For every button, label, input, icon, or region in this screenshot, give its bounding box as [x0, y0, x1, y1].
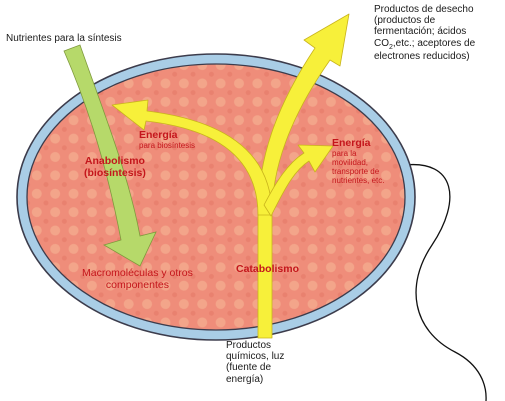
flagellum: [404, 163, 487, 401]
macromolecules-line-2: componentes: [105, 278, 169, 291]
waste-line-2: (productos de: [374, 15, 436, 27]
products-line-4: energía): [226, 373, 264, 385]
waste-products-label: Productos de desecho (productos de ferme…: [374, 4, 475, 63]
energy-motility-line-3: transporte de: [332, 166, 380, 176]
waste-line-4: CO2,etc.; aceptores de: [374, 38, 475, 52]
energy-biosynthesis-label: Energía para biosíntesis: [139, 129, 196, 151]
energy-motility-arrow: [263, 144, 334, 217]
co2-text: CO: [374, 37, 389, 49]
energy-biosynthesis-arrow: [111, 99, 273, 216]
waste-line-5: electrones reducidos): [374, 51, 470, 63]
macromolecules-label: Macromoléculas y otros componentes: [82, 267, 193, 292]
energy-motility-line-4: nutrientes, etc.: [332, 175, 385, 185]
nutrients-label: Nutrientes para la síntesis: [6, 33, 122, 44]
anabolism-arrow: [63, 44, 157, 267]
energy-motility-label: Energía para la movilidad, transporte de…: [332, 137, 385, 186]
products-line-3: (fuente de: [226, 362, 272, 374]
chemical-products-label: Productos químicos, luz (fuente de energ…: [226, 340, 284, 385]
energy-motility-line-1: para la: [332, 148, 357, 158]
anabolism-label: Anabolismo (biosíntesis): [84, 155, 146, 180]
energy-biosynthesis-title: Energía: [139, 129, 178, 141]
anabolism-subtitle: (biosíntesis): [84, 166, 146, 179]
co2-subscript: 2: [389, 43, 393, 51]
waste-line-1: Productos de desecho: [374, 4, 474, 15]
products-line-2: químicos, luz: [226, 351, 285, 363]
macromolecules-line-1: Macromoléculas y otros: [82, 267, 193, 279]
energy-biosynthesis-subtitle: para biosíntesis: [139, 140, 196, 150]
cytoplasm: [26, 63, 406, 331]
energy-motility-title: Energía: [332, 137, 371, 149]
energy-motility-line-2: movilidad,: [332, 157, 369, 167]
energy-arrows: [111, 13, 350, 339]
waste-line-3: fermentación; ácidos: [374, 26, 467, 38]
anabolism-title: Anabolismo: [84, 155, 145, 167]
products-line-1: Productos: [226, 340, 272, 351]
catabolism-trunk-arrow: [257, 13, 350, 339]
catabolism-label: Catabolismo: [236, 263, 300, 275]
waste-line-4-rest: ,etc.; aceptores de: [392, 37, 476, 49]
